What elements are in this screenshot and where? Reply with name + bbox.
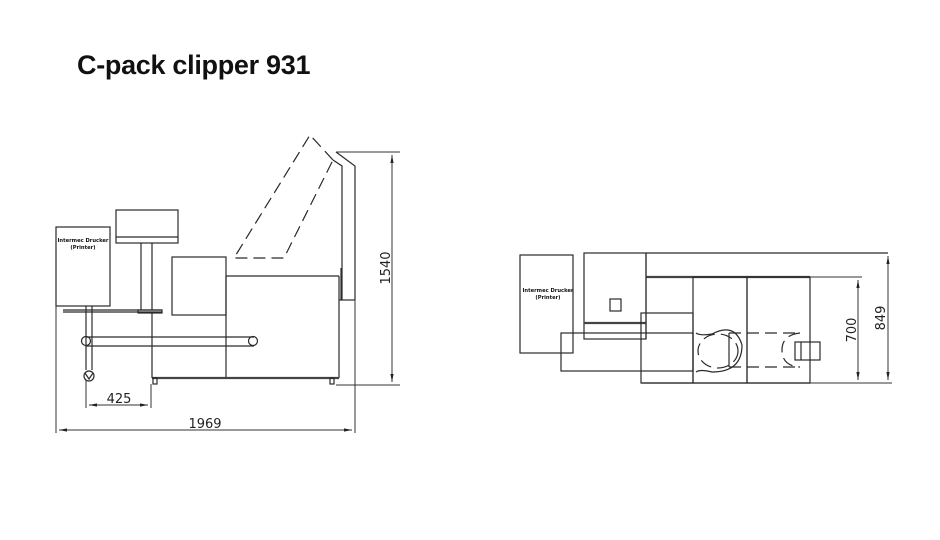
dimension-overall-width: 849 <box>862 256 892 384</box>
control-square <box>609 298 622 312</box>
dimension-700: 700 <box>845 318 860 343</box>
printer-sublabel-top: (Printer) <box>535 295 560 301</box>
printer-label-side: Intermec Drucker <box>57 238 108 244</box>
printer-top: Intermec Drucker (Printer) <box>519 254 574 354</box>
chute-side <box>232 134 356 301</box>
dimension-1540: 1540 <box>379 251 394 284</box>
dimension-inner-width: 700 <box>810 276 862 384</box>
dimension-849: 849 <box>874 306 889 331</box>
dimension-1969: 1969 <box>188 417 221 432</box>
side-view: Intermec Drucker (Printer) <box>55 134 400 433</box>
dimension-height: 1540 <box>336 151 400 386</box>
dimension-425: 425 <box>107 392 132 407</box>
monitor-side <box>115 209 179 314</box>
drawing-title: C-pack clipper 931 <box>77 50 311 80</box>
dimension-offset: 425 <box>85 380 152 408</box>
printer-side: Intermec Drucker (Printer) <box>55 226 111 307</box>
top-view: Intermec Drucker (Printer) 700 <box>519 252 892 384</box>
caster-wheel <box>83 370 95 382</box>
printer-sublabel-side: (Printer) <box>70 245 95 251</box>
dimension-length: 1969 <box>55 300 356 433</box>
printer-label-top: Intermec Drucker <box>522 288 573 294</box>
machine-body-side <box>80 256 340 385</box>
